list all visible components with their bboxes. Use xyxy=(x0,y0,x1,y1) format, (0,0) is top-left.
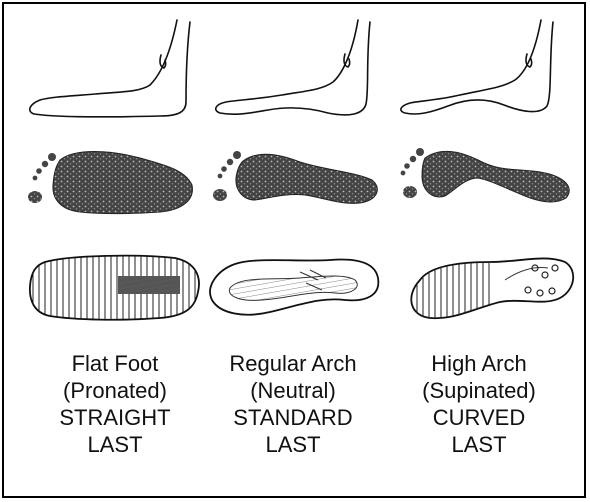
label-high-arch: High Arch (Supinated) CURVED LAST xyxy=(384,350,574,458)
last-word: LAST xyxy=(20,431,210,458)
last-straight xyxy=(30,256,199,320)
footprint-flat-foot xyxy=(28,152,192,214)
side-view-flat-foot xyxy=(30,20,190,117)
side-view-high-arch xyxy=(401,20,553,114)
side-view-regular-arch xyxy=(216,20,370,115)
last-word: LAST xyxy=(198,431,388,458)
footprint-high-arch xyxy=(401,148,570,202)
last-type: CURVED xyxy=(384,404,574,431)
last-type: STRAIGHT xyxy=(20,404,210,431)
foot-type: (Supinated) xyxy=(384,377,574,404)
arch-name: Flat Foot xyxy=(20,350,210,377)
foot-type: (Neutral) xyxy=(198,377,388,404)
arch-name: Regular Arch xyxy=(198,350,388,377)
label-regular-arch: Regular Arch (Neutral) STANDARD LAST xyxy=(198,350,388,458)
last-word: LAST xyxy=(384,431,574,458)
arch-name: High Arch xyxy=(384,350,574,377)
last-type: STANDARD xyxy=(198,404,388,431)
foot-type: (Pronated) xyxy=(20,377,210,404)
last-standard xyxy=(210,260,378,315)
footprint-regular-arch xyxy=(213,151,377,203)
label-flat-foot: Flat Foot (Pronated) STRAIGHT LAST xyxy=(20,350,210,458)
last-curved xyxy=(411,258,573,318)
